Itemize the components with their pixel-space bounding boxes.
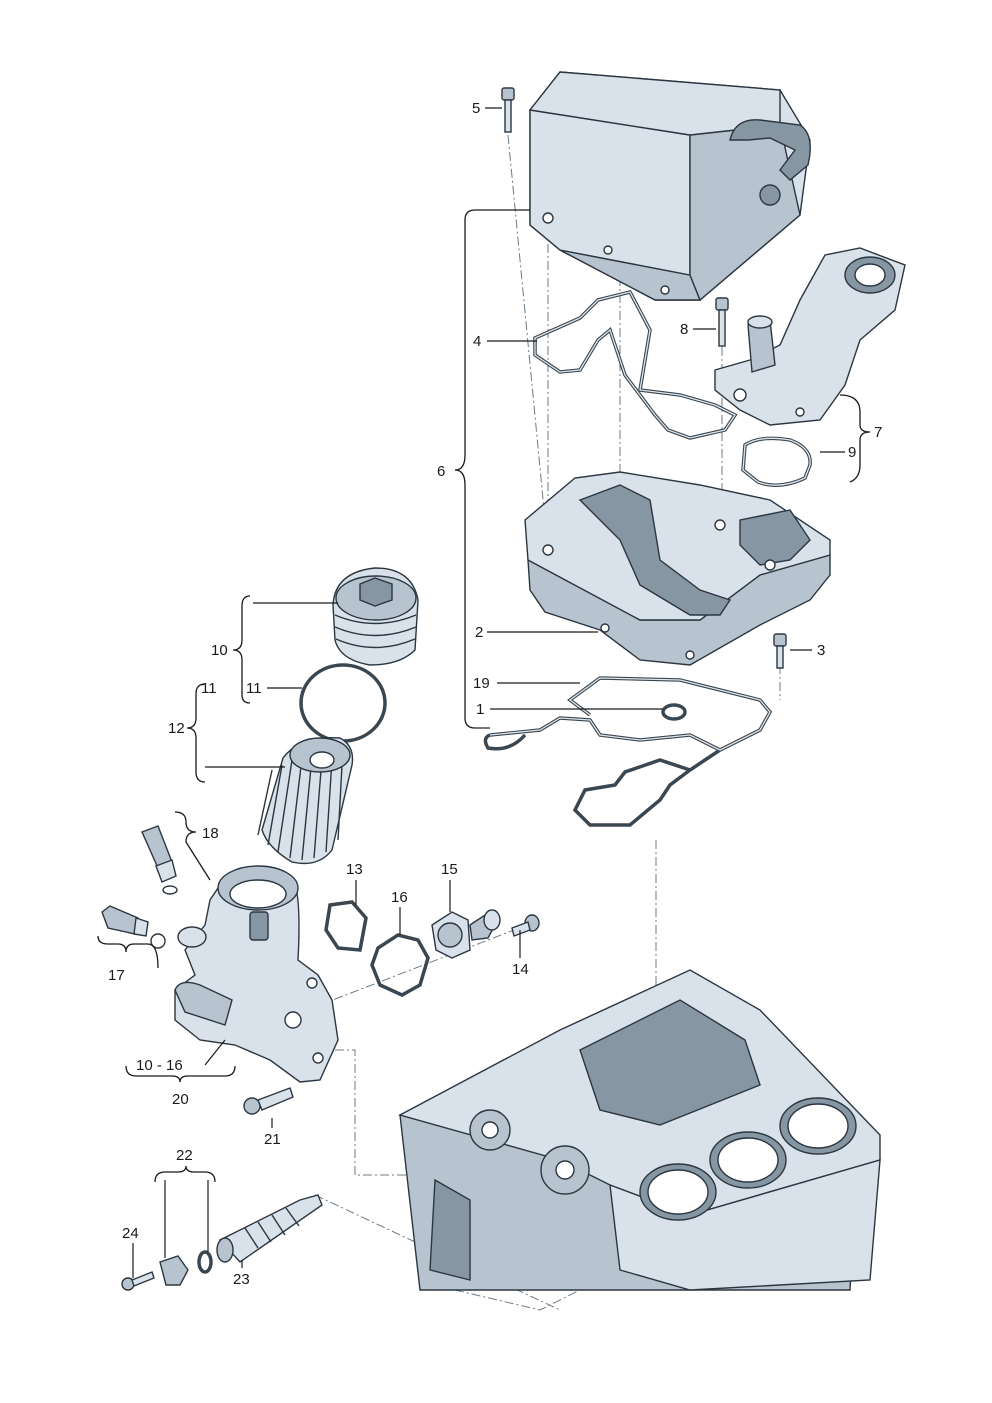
bolt-icon xyxy=(773,633,787,669)
gasket-icon xyxy=(533,289,738,440)
adapter-plate-icon xyxy=(524,471,831,666)
thermostat-icon xyxy=(431,909,501,959)
seal-ring-icon xyxy=(661,703,687,721)
callout-14: 14 xyxy=(512,961,529,978)
callout-8: 8 xyxy=(680,321,688,338)
filter-cap-icon xyxy=(332,567,419,666)
callout-23: 23 xyxy=(233,1271,250,1288)
bolt-icon xyxy=(511,914,540,937)
leader-lines xyxy=(132,107,845,1278)
callout-10-16: 10 - 16 xyxy=(136,1057,183,1074)
oil-cooler-icon xyxy=(528,71,811,302)
callout-18: 18 xyxy=(202,825,219,842)
callout-20: 20 xyxy=(172,1091,189,1108)
callout-3: 3 xyxy=(817,642,825,659)
filter-element-icon xyxy=(257,736,354,865)
callout-12: 12 xyxy=(168,720,185,737)
engine-block-icon xyxy=(398,969,881,1291)
callout-2: 2 xyxy=(475,624,483,641)
callout-6: 6 xyxy=(437,463,445,480)
sensor-icon xyxy=(101,905,166,949)
valve-icon xyxy=(216,1194,323,1263)
callout-17: 17 xyxy=(108,967,125,984)
callout-15: 15 xyxy=(441,861,458,878)
callout-4: 4 xyxy=(473,333,481,350)
callout-11: 11 xyxy=(246,680,262,697)
callout-7: 7 xyxy=(874,424,882,441)
callout-24: 24 xyxy=(122,1225,139,1242)
callout-16: 16 xyxy=(391,889,408,906)
gasket-icon xyxy=(370,933,430,997)
callout-10: 10 xyxy=(211,642,228,659)
callout-19: 19 xyxy=(473,675,490,692)
callout-labels: 5 4 8 7 9 6 2 3 19 1 10 11 11 12 18 13 1… xyxy=(108,100,882,1288)
bolt-icon xyxy=(501,87,515,133)
bolt-icon xyxy=(715,297,729,347)
callout-11-top: 11 xyxy=(201,680,217,697)
bolt-icon xyxy=(121,1271,155,1291)
o-ring-icon xyxy=(299,663,387,743)
callout-1: 1 xyxy=(476,701,484,718)
callout-22: 22 xyxy=(176,1147,193,1164)
gasket-icon xyxy=(324,900,368,952)
callout-13: 13 xyxy=(346,861,363,878)
sensor-icon xyxy=(141,825,178,895)
callout-21: 21 xyxy=(264,1131,281,1148)
filter-housing-icon xyxy=(174,865,339,1083)
callout-5: 5 xyxy=(472,100,480,117)
connection-piece-icon xyxy=(714,247,906,426)
group-braces xyxy=(97,209,871,1258)
valve-cap-icon xyxy=(159,1255,189,1286)
gasket-icon xyxy=(741,436,812,487)
seal-ring-icon xyxy=(197,1250,213,1274)
bolt-icon xyxy=(243,1087,294,1115)
gasket-icon xyxy=(483,676,773,827)
callout-9: 9 xyxy=(848,444,856,461)
